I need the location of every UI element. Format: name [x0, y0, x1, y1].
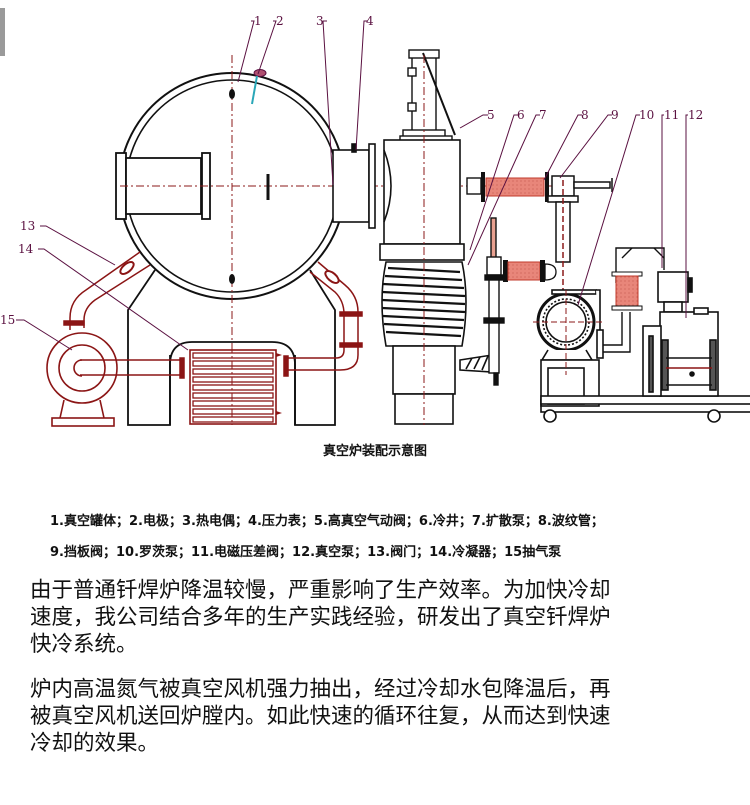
- condenser: [169, 341, 296, 425]
- electrode-top: [229, 89, 235, 99]
- svg-text:8: 8: [581, 108, 589, 122]
- svg-text:9: 9: [611, 108, 619, 122]
- callout-leaders: [16, 20, 688, 351]
- diffusion-pump-7: [381, 261, 493, 425]
- diagram-title: 真空炉装配示意图: [322, 444, 427, 459]
- electrode-bottom: [229, 274, 235, 284]
- image-edge-artifact: [0, 8, 5, 56]
- bellows-8: [466, 172, 549, 202]
- circulation-pipe-left: [63, 251, 185, 379]
- callout-labels: 1 2 3 4 5 6 7 8 9 10 11 12 13 14 15: [0, 14, 703, 327]
- paragraph-2-line: 炉内高温氮气被真空风机强力抽出，经过冷却水包降温后，再: [30, 677, 611, 702]
- roughing-valve-column: [483, 217, 505, 386]
- high-vacuum-valve-5: [383, 139, 461, 245]
- svg-text:11: 11: [664, 108, 679, 122]
- electrode-2: [251, 69, 267, 105]
- svg-text:3: 3: [316, 14, 324, 28]
- svg-text:10: 10: [639, 108, 654, 122]
- svg-text:6: 6: [517, 108, 525, 122]
- baffle-valve-9: [547, 175, 613, 290]
- cold-trap-6: [379, 243, 465, 261]
- bellows-pump-side: [611, 271, 643, 311]
- paragraph-1-line: 快冷系统。: [30, 632, 138, 657]
- svg-text:5: 5: [487, 108, 495, 122]
- svg-text:2: 2: [276, 14, 284, 28]
- circulation-pipe-right: [283, 261, 363, 377]
- svg-text:4: 4: [366, 14, 374, 28]
- description-paragraph-2: 炉内高温氮气被真空风机强力抽出，经过冷却水包降温后，再 被真空风机送回炉膛内。如…: [30, 676, 745, 757]
- vacuum-furnace-diagram: 1 2 3 4 5 6 7 8 9 10 11 12 13 14 15: [0, 14, 750, 427]
- svg-text:13: 13: [20, 219, 35, 233]
- paragraph-1-line: 速度，我公司结合多年的生产实践经验，研发出了真空钎焊炉: [30, 605, 611, 630]
- svg-text:12: 12: [688, 108, 703, 122]
- svg-text:15: 15: [0, 313, 15, 327]
- paragraph-2-line: 冷却的效果。: [30, 731, 160, 756]
- cart-wheels: [540, 395, 750, 423]
- svg-text:1: 1: [254, 14, 262, 28]
- vacuum-pump-12: [642, 307, 719, 397]
- legend-line-2: 9.挡板阀；10.罗茨泵；11.电磁压差阀；12.真空泵；13.阀门；14.冷凝…: [50, 545, 562, 560]
- svg-text:14: 14: [18, 242, 34, 256]
- description-paragraph-1: 由于普通钎焊炉降温较慢，严重影响了生产效率。为加快冷却 速度，我公司结合多年的生…: [30, 577, 745, 658]
- svg-text:7: 7: [539, 108, 547, 122]
- tank-neck: [332, 143, 376, 229]
- bellows-lower: [503, 260, 557, 282]
- solenoid-diff-valve-11: [657, 271, 693, 313]
- valve-13: [119, 261, 135, 275]
- pneumatic-valve-actuator: [399, 49, 456, 143]
- paragraph-1-line: 由于普通钎焊炉降温较慢，严重影响了生产效率。为加快冷却: [30, 578, 611, 603]
- exhaust-pump-15: [46, 332, 118, 427]
- legend-line-1: 1.真空罐体；2.电极；3.热电偶；4.压力表；5.高真空气动阀；6.冷井；7.…: [50, 514, 604, 529]
- paragraph-2-line: 被真空风机送回炉膛内。如此快速的循环往复，从而达到快速: [30, 704, 611, 729]
